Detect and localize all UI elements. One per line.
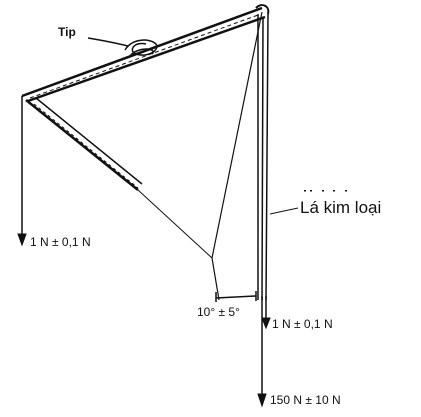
metal-sheet-label: Lá kim loại	[300, 198, 382, 217]
bottom-force-arrow	[257, 296, 267, 408]
lower-left-line	[137, 189, 213, 259]
lower-left-strip	[25, 97, 143, 191]
angle-label: 10° ± 5°	[197, 305, 240, 319]
triangle-lines	[211, 11, 263, 301]
left-wire	[17, 96, 27, 247]
right-force-label: 1 N ± 0,1 N	[272, 317, 333, 331]
upper-strip	[21, 6, 266, 103]
sheet-leader-line	[269, 207, 299, 215]
tip-label: Tip	[58, 25, 76, 39]
label-dots	[304, 190, 347, 192]
tip-wire	[87, 37, 158, 57]
right-force-arrow	[261, 296, 271, 330]
angle-bracket	[215, 291, 257, 302]
left-force-label: 1 N ± 0,1 N	[30, 235, 91, 249]
metal-sheet	[255, 4, 270, 301]
bottom-force-label: 150 N ± 10 N	[270, 393, 341, 407]
